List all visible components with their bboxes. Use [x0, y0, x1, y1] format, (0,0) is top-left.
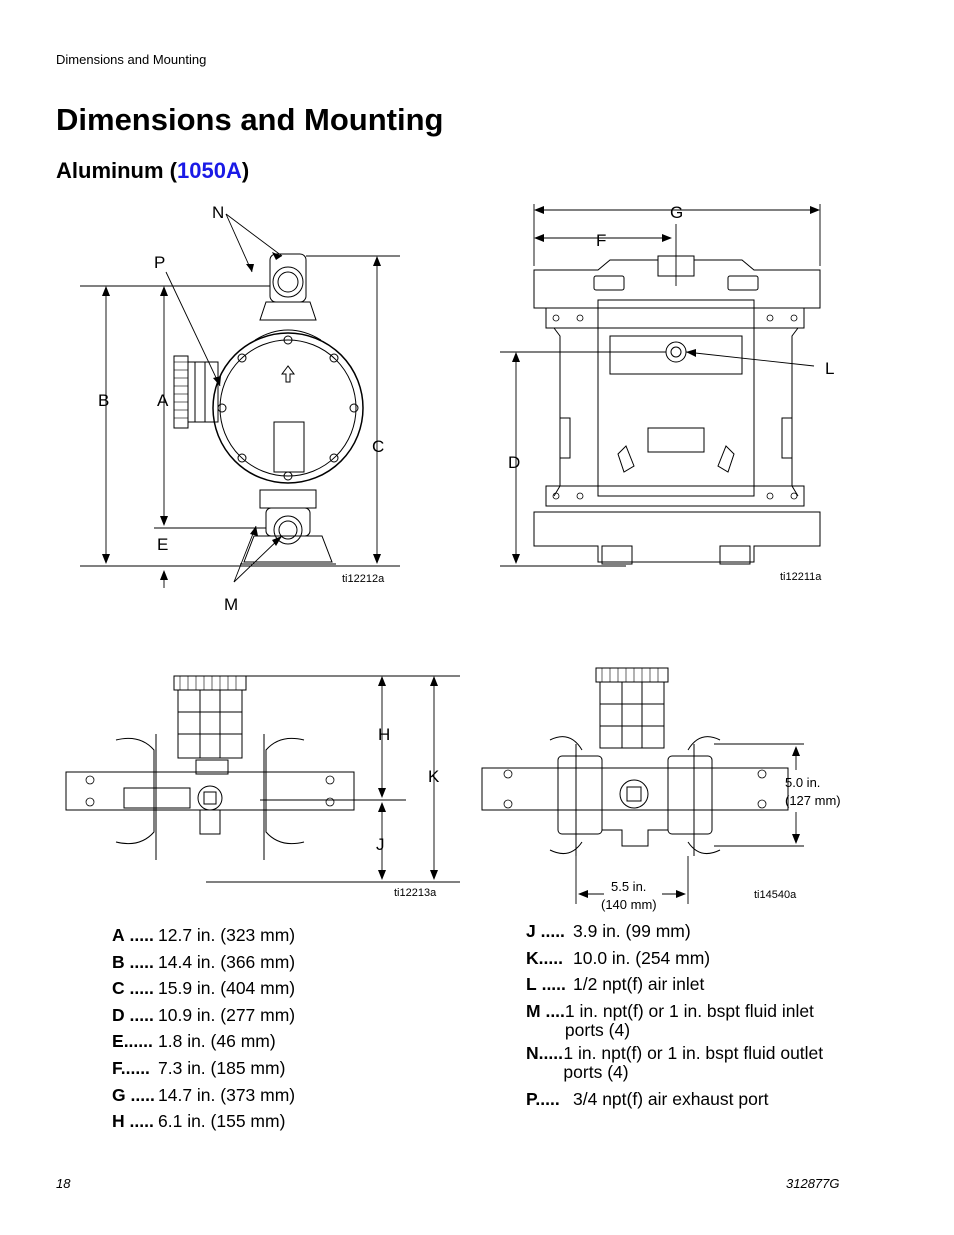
dim-vertical-in: 5.0 in.	[785, 775, 820, 790]
label-j: J	[376, 835, 385, 854]
label-p: P	[154, 253, 165, 272]
dim-row-c: C .....15.9 in. (404 mm)	[112, 978, 296, 999]
figure-front-view: G F L D ti12211a	[490, 196, 840, 596]
dim-row-m: M ....1 in. npt(f) or 1 in. bspt fluid i…	[526, 1000, 814, 1040]
front-view-drawing: G F L D ti12211a	[500, 203, 834, 583]
dim-row-j: J .....3.9 in. (99 mm)	[526, 921, 691, 941]
figure-bottom-view: 5.0 in. (127 mm) 5.5 in. (140 mm) ti1454…	[470, 660, 860, 916]
footer-page-number: 18	[56, 1176, 71, 1191]
label-l: L	[825, 359, 834, 378]
dim-row-l: L .....1/2 npt(f) air inlet	[526, 974, 705, 995]
label-c: C	[372, 437, 384, 456]
figure-side-id: ti12212a	[342, 573, 385, 585]
section-title-suffix: )	[241, 158, 250, 183]
dim-row-n: N.....1 in. npt(f) or 1 in. bspt fluid o…	[526, 1042, 824, 1082]
figure-bottom-id: ti14540a	[754, 889, 797, 901]
label-k: K	[428, 767, 440, 786]
label-b: B	[98, 391, 109, 410]
dim-row-e: E......1.8 in. (46 mm)	[112, 1031, 276, 1052]
dim-row-a: A .....12.7 in. (323 mm)	[112, 925, 296, 945]
dim-row-d: D .....10.9 in. (277 mm)	[112, 1004, 296, 1025]
bottom-view-drawing: 5.0 in. (127 mm) 5.5 in. (140 mm) ti1454…	[481, 667, 841, 912]
model-link[interactable]: 1050A	[177, 158, 242, 183]
figure-side-view: N P B A C E M ti12212a	[70, 190, 420, 620]
label-a: A	[157, 391, 169, 410]
dimensions-list-left: A .....12.7 in. (323 mm) B .....14.4 in.…	[112, 922, 295, 1135]
figure-top-view: H K J ti12213a	[60, 664, 460, 904]
label-m: M	[224, 595, 238, 614]
side-view-drawing: N P B A C E M ti12212a	[80, 203, 400, 614]
label-g: G	[670, 203, 683, 222]
section-title-prefix: Aluminum (	[56, 158, 177, 183]
dim-row-b: B .....14.4 in. (366 mm)	[112, 951, 296, 972]
top-view-drawing: H K J ti12213a	[65, 675, 460, 899]
figure-top-id: ti12213a	[394, 887, 437, 899]
label-n: N	[212, 203, 224, 222]
section-title: Aluminum (1050A)	[56, 158, 249, 184]
label-h: H	[378, 725, 390, 744]
dim-row-g: G .....14.7 in. (373 mm)	[112, 1084, 296, 1105]
figure-front-id: ti12211a	[780, 571, 822, 583]
label-f: F	[596, 231, 606, 250]
dim-row-p: P.....3/4 npt(f) air exhaust port	[526, 1088, 769, 1109]
label-e: E	[157, 535, 168, 554]
dim-row-h: H .....6.1 in. (155 mm)	[112, 1111, 286, 1132]
page-title: Dimensions and Mounting	[56, 102, 444, 137]
running-header: Dimensions and Mounting	[56, 52, 207, 67]
dim-row-k: K.....10.0 in. (254 mm)	[526, 947, 711, 968]
dim-row-f: F......7.3 in. (185 mm)	[112, 1057, 286, 1078]
label-d: D	[508, 453, 520, 472]
dim-vertical-mm: (127 mm)	[785, 793, 841, 808]
dim-horizontal-in: 5.5 in.	[611, 879, 646, 894]
dimensions-list-right: J .....3.9 in. (99 mm) K.....10.0 in. (2…	[526, 918, 826, 1112]
dim-horizontal-mm: (140 mm)	[601, 897, 657, 912]
footer-doc-number: 312877G	[786, 1176, 840, 1191]
